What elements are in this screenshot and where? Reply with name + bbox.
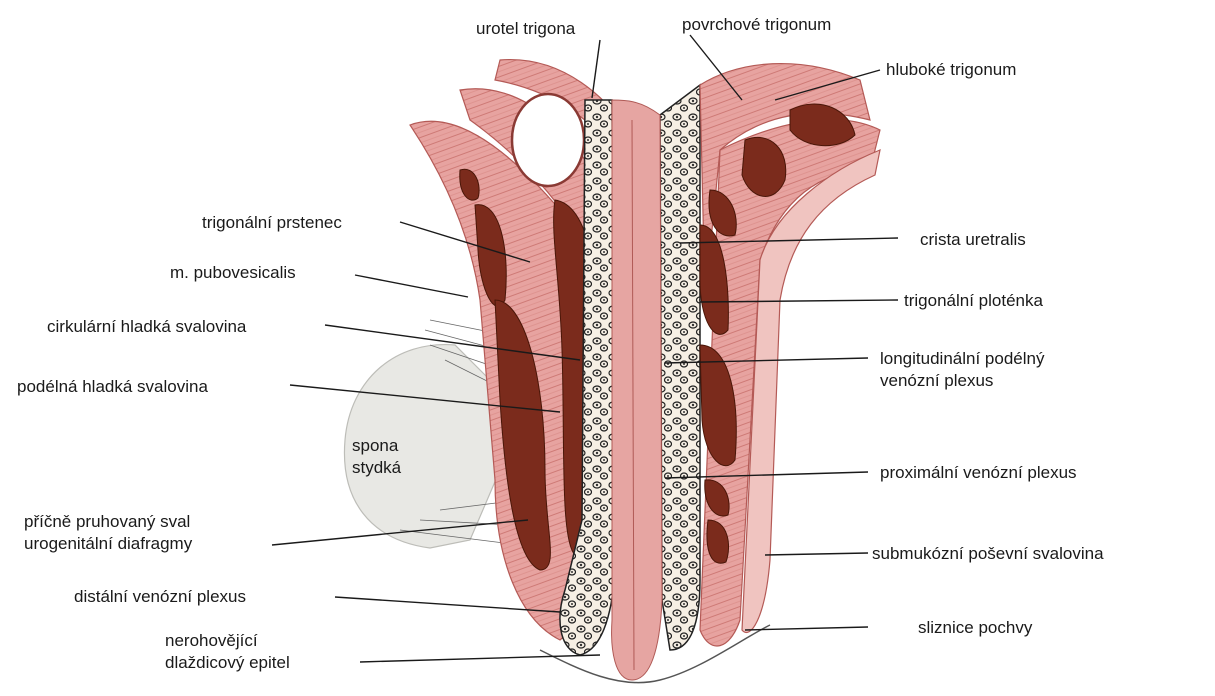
label-longitudinalni-plexus-line2: venózní plexus	[880, 370, 1044, 392]
label-urotel-trigona: urotel trigona	[476, 18, 575, 39]
right-venous-plexus-column	[660, 85, 700, 650]
label-spona-stydka: spona stydká	[352, 435, 401, 479]
label-m-pubovesicalis: m. pubovesicalis	[170, 262, 296, 283]
label-hluboke-trigonum: hluboké trigonum	[886, 59, 1016, 80]
label-povrchove-trigonum: povrchové trigonum	[682, 14, 831, 35]
label-pricne-pruhovany-sval-line1: příčně pruhovaný sval	[24, 511, 192, 533]
label-longitudinalni-plexus-line1: longitudinální podélný	[880, 348, 1044, 370]
label-pricne-pruhovany-sval-line2: urogenitální diafragmy	[24, 533, 192, 555]
label-trigonalni-prstenec: trigonální prstenec	[202, 212, 342, 233]
label-submukozni-posevni-svalovina: submukózní poševní svalovina	[872, 543, 1104, 564]
label-longitudinalni-plexus: longitudinální podélný venózní plexus	[880, 348, 1044, 392]
label-podelna-hladka-svalovina: podélná hladká svalovina	[17, 376, 208, 397]
label-nerohovejici-epitel-line1: nerohovějící	[165, 630, 290, 652]
label-pricne-pruhovany-sval: příčně pruhovaný sval urogenitální diafr…	[24, 511, 192, 555]
label-spona-stydka-line1: spona	[352, 435, 401, 457]
label-distalni-venozni-plexus: distální venózní plexus	[74, 586, 246, 607]
label-trigonalni-plotenka: trigonální ploténka	[904, 290, 1043, 311]
label-spona-stydka-line2: stydká	[352, 457, 401, 479]
label-nerohovejici-epitel: nerohovějící dlaždicový epitel	[165, 630, 290, 674]
ureteric-orifice-shape	[512, 94, 584, 186]
label-proximalni-venozni-plexus: proximální venózní plexus	[880, 462, 1077, 483]
urethral-lumen-shape	[612, 100, 662, 680]
label-cirkularni-hladka-svalovina: cirkulární hladká svalovina	[47, 316, 246, 337]
label-sliznice-pochvy: sliznice pochvy	[918, 617, 1032, 638]
label-crista-uretralis: crista uretralis	[920, 229, 1026, 250]
label-nerohovejici-epitel-line2: dlaždicový epitel	[165, 652, 290, 674]
